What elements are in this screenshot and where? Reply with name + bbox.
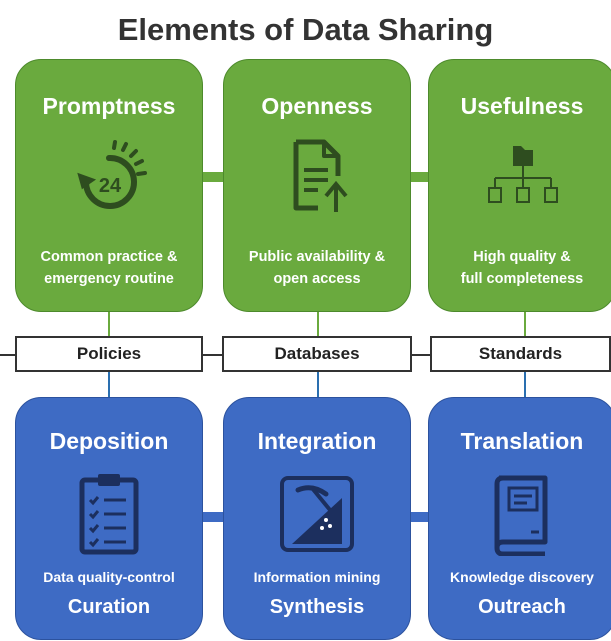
card-subtitle: Synthesis bbox=[269, 596, 365, 618]
diagram-title: Elements of Data Sharing bbox=[117, 12, 494, 47]
label-databases: Databases bbox=[222, 336, 412, 372]
card-deposition: Deposition Data quality-control Curation bbox=[15, 397, 203, 640]
clipboard-checklist-icon bbox=[79, 474, 139, 555]
v-connector-green-1 bbox=[108, 310, 110, 338]
card-usefulness: Usefulness High quality & full completen… bbox=[428, 59, 611, 312]
top-connector-1 bbox=[190, 172, 226, 182]
card-promptness: Promptness 24 Common practice & emergenc… bbox=[15, 59, 203, 312]
card-title: Openness bbox=[261, 93, 373, 119]
label-policies: Policies bbox=[15, 336, 203, 372]
card-subtitle: Curation bbox=[67, 596, 151, 618]
card-description: Public availability & open access bbox=[248, 249, 386, 287]
v-connector-blue-2 bbox=[317, 370, 319, 399]
card-description: Data quality-control bbox=[43, 569, 175, 585]
folder-hierarchy-icon bbox=[488, 146, 558, 203]
v-connector-green-3 bbox=[524, 310, 526, 338]
bottom-connector-2 bbox=[404, 512, 430, 522]
pickaxe-mining-icon bbox=[280, 476, 354, 552]
card-title: Integration bbox=[257, 428, 377, 454]
v-connector-blue-3 bbox=[524, 370, 526, 399]
document-upload-icon bbox=[293, 139, 348, 212]
card-description: Common practice & emergency routine bbox=[40, 249, 178, 287]
v-connector-blue-1 bbox=[108, 370, 110, 399]
book-icon bbox=[494, 475, 548, 556]
card-description: Knowledge discovery bbox=[450, 569, 594, 585]
card-description: High quality & full completeness bbox=[460, 249, 584, 287]
card-description: Information mining bbox=[253, 569, 381, 585]
top-connector-2 bbox=[404, 172, 430, 182]
card-translation: Translation Knowledge discovery Outreach bbox=[428, 397, 611, 640]
card-title: Usefulness bbox=[460, 93, 584, 119]
svg-text:24: 24 bbox=[99, 175, 122, 197]
label-line-left bbox=[0, 354, 15, 356]
card-title: Deposition bbox=[49, 428, 169, 454]
24-hour-clock-icon: 24 bbox=[77, 140, 147, 209]
label-line-1 bbox=[201, 354, 222, 356]
card-title: Promptness bbox=[42, 93, 176, 119]
label-line-2 bbox=[410, 354, 430, 356]
bottom-connector-1 bbox=[190, 512, 226, 522]
card-title: Translation bbox=[460, 428, 584, 454]
card-openness: Openness Public availability & open acce… bbox=[223, 59, 411, 312]
v-connector-green-2 bbox=[317, 310, 319, 338]
label-standards: Standards bbox=[430, 336, 611, 372]
card-subtitle: Outreach bbox=[478, 596, 566, 618]
card-integration: Integration Information mining Synthesis bbox=[223, 397, 411, 640]
